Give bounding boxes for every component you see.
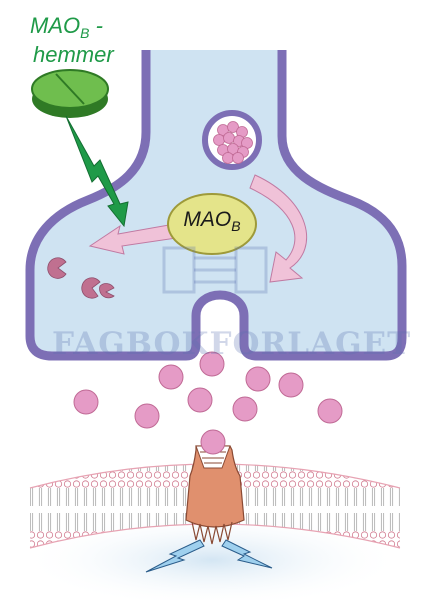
watermark-text: FAGBOKFORLAGET — [52, 326, 412, 362]
mao-b-enzyme — [167, 193, 257, 255]
inhibition-lightning-icon — [65, 115, 129, 228]
synaptic-vesicle — [202, 110, 262, 170]
watermark-logo — [162, 246, 268, 294]
inhibitor-label: MAOB - — [30, 13, 103, 41]
postsynaptic-glow — [22, 512, 402, 600]
pill-icon — [31, 69, 109, 118]
receptor — [185, 429, 245, 545]
signal-lightning-icon — [145, 539, 273, 573]
release-arrow — [249, 174, 308, 283]
neurotransmitter-molecules — [73, 351, 343, 429]
inhibitor-label-line2: hemmer — [33, 42, 114, 67]
enzyme-label: MAOB — [183, 208, 241, 234]
degraded-fragments — [47, 257, 115, 299]
